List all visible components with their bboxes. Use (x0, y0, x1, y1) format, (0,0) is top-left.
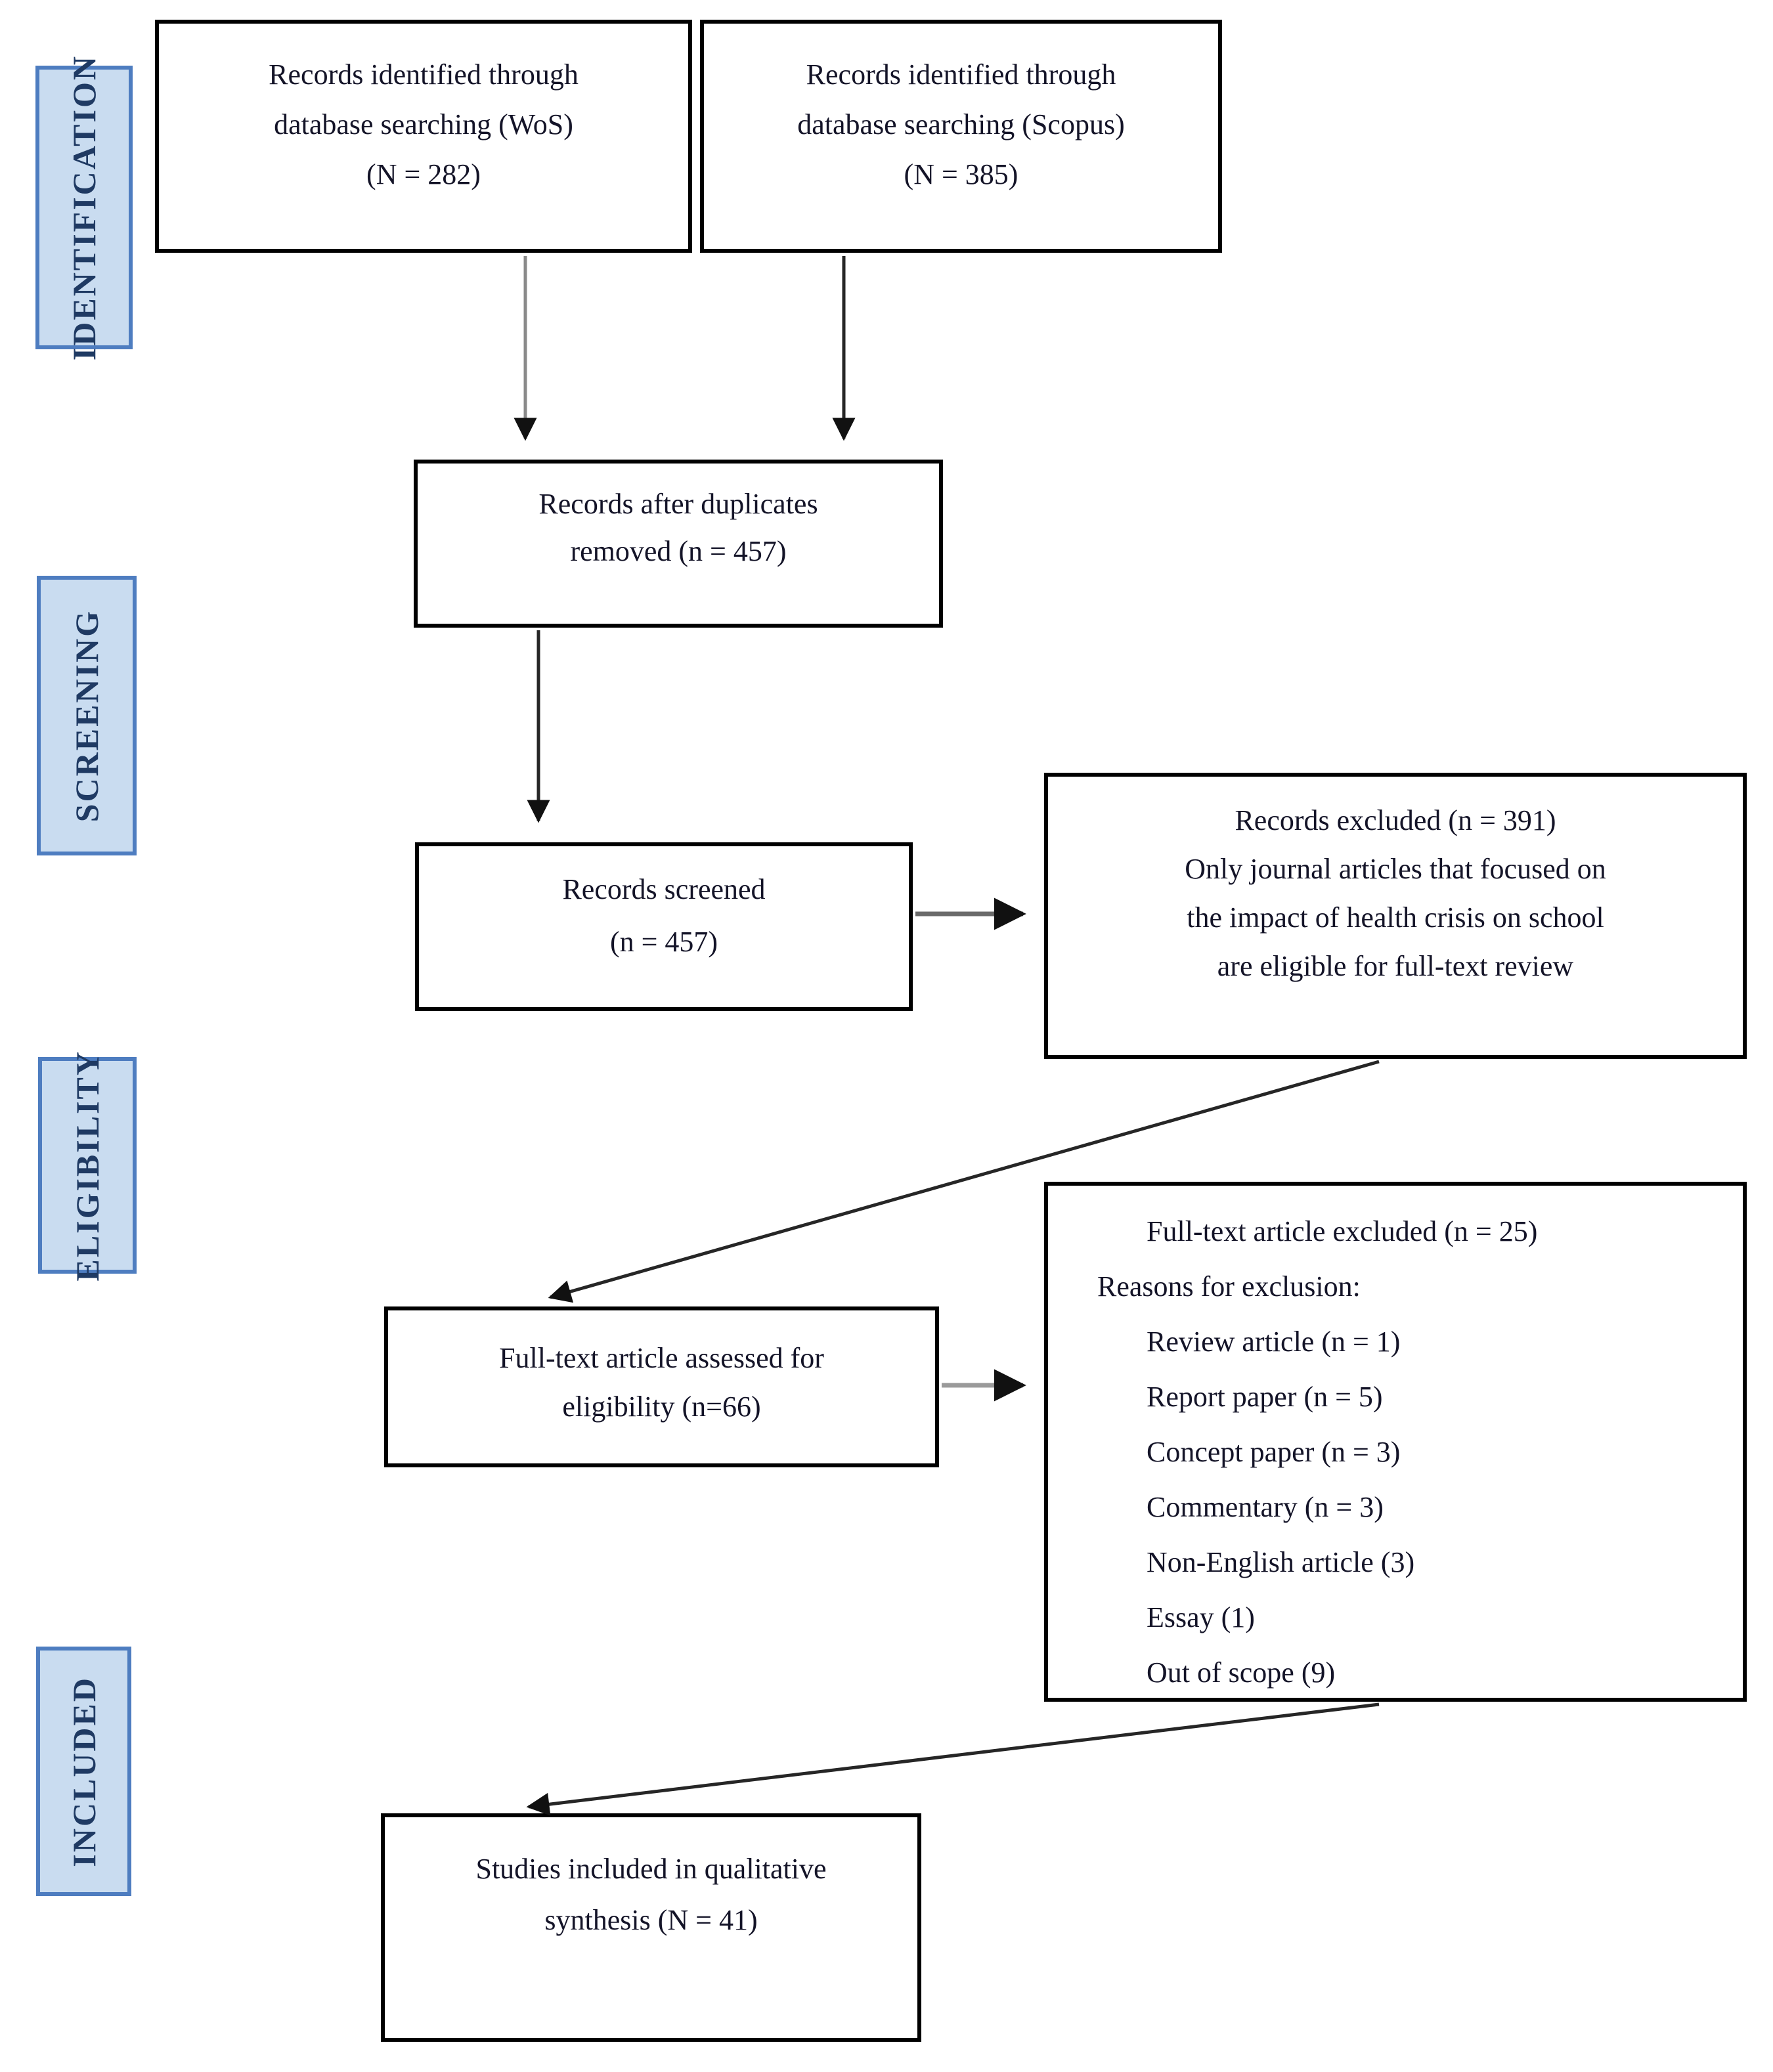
box-text-line: Reasons for exclusion: (1097, 1270, 1361, 1303)
box-text-line: Records excluded (n = 391) (1235, 804, 1556, 836)
box-text-line: Full-text article excluded (n = 25) (1147, 1215, 1538, 1247)
exclusion-reason: Out of scope (9) (1147, 1656, 1336, 1689)
box-text-line: Records identified through (806, 58, 1116, 91)
box-text-line: the impact of health crisis on school (1187, 901, 1604, 934)
box-text-line: database searching (WoS) (274, 108, 573, 140)
exclusion-reason: Commentary (n = 3) (1147, 1491, 1384, 1523)
stage-label-text: IDENTIFICATION (66, 54, 102, 361)
box-text-line: are eligible for full-text review (1217, 950, 1574, 982)
box-text-line: eligibility (n=66) (562, 1391, 761, 1423)
box-studies-included: Studies included in qualitative synthesi… (381, 1813, 921, 2042)
box-records-identified-wos: Records identified through database sear… (155, 20, 692, 253)
stage-label-text: ELIGIBILITY (69, 1049, 106, 1282)
box-text-line: Studies included in qualitative (475, 1853, 827, 1885)
box-fulltext-assessed: Full-text article assessed for eligibili… (384, 1306, 939, 1467)
box-text-line: Records identified through (269, 58, 579, 91)
box-records-excluded: Records excluded (n = 391) Only journal … (1044, 773, 1747, 1059)
box-text-line: database searching (Scopus) (797, 108, 1125, 140)
box-text-line: (N = 385) (904, 158, 1018, 190)
stage-label-screening: SCREENING (37, 576, 137, 855)
box-records-screened: Records screened (n = 457) (415, 842, 913, 1011)
box-text-line: Records after duplicates (538, 488, 818, 520)
box-fulltext-excluded: Full-text article excluded (n = 25) Reas… (1044, 1182, 1747, 1702)
box-records-after-duplicates: Records after duplicates removed (n = 45… (414, 460, 943, 628)
stage-label-text: SCREENING (68, 609, 105, 823)
stage-label-text: INCLUDED (65, 1675, 102, 1867)
stage-label-eligibility: ELIGIBILITY (38, 1050, 137, 1281)
box-text-line: Only journal articles that focused on (1185, 853, 1606, 885)
arrow-fulltext-excluded-to-included (526, 1702, 1380, 1816)
box-text-line: synthesis (N = 41) (544, 1904, 758, 1936)
box-text-line: (n = 457) (609, 926, 718, 958)
box-text-line: (N = 282) (366, 158, 481, 190)
box-text-line: Full-text article assessed for (499, 1342, 824, 1374)
exclusion-reason: Non-English article (3) (1147, 1546, 1415, 1578)
stage-label-identification: IDENTIFICATION (35, 54, 133, 360)
exclusion-reason: Essay (1) (1147, 1601, 1255, 1633)
exclusion-reason: Report paper (n = 5) (1147, 1381, 1383, 1413)
stage-label-included: INCLUDED (36, 1647, 131, 1896)
box-records-identified-scopus: Records identified through database sear… (700, 20, 1222, 253)
box-text-line: removed (n = 457) (570, 535, 787, 567)
box-text-line: Records screened (562, 873, 766, 905)
exclusion-reason: Concept paper (n = 3) (1147, 1436, 1401, 1468)
exclusion-reason: Review article (n = 1) (1147, 1326, 1401, 1358)
